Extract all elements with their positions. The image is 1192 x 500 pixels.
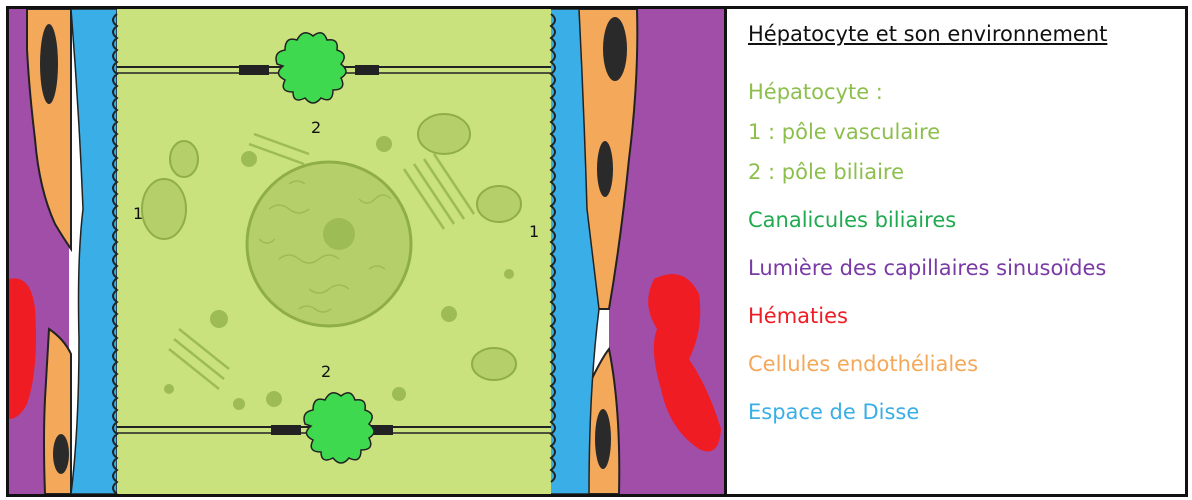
- label-biliary-pole-top: 2: [311, 118, 321, 137]
- legend-title: Hépatocyte et son environnement: [748, 22, 1178, 46]
- hepatocyte-diagram: 1 1 2 2: [9, 9, 724, 494]
- legend-hepatocyte: Hépatocyte :: [748, 80, 1178, 104]
- endothelial-nucleus-right-top: [603, 17, 627, 81]
- endothelial-nucleus-right-bottom: [595, 409, 611, 469]
- nucleolus: [323, 218, 355, 250]
- legend-red-blood-cells: Hématies: [748, 304, 1178, 328]
- tight-junction-bottom-left: [271, 425, 301, 435]
- label-biliary-pole-bottom: 2: [321, 362, 331, 381]
- tight-junction-top-right: [355, 65, 379, 75]
- endothelial-nucleus-left-bottom: [53, 434, 69, 474]
- legend-vascular-pole: 1 : pôle vasculaire: [748, 120, 1178, 144]
- legend-endothelial-cells: Cellules endothéliales: [748, 352, 1178, 376]
- label-vascular-pole-left: 1: [133, 204, 143, 223]
- endothelial-nucleus-right-mid: [597, 141, 613, 197]
- disse-space-left: [71, 9, 117, 494]
- label-vascular-pole-right: 1: [529, 222, 539, 241]
- legend: Hépatocyte et son environnement Hépatocy…: [748, 22, 1178, 424]
- legend-sinusoid-lumen: Lumière des capillaires sinusoïdes: [748, 256, 1178, 280]
- legend-disse-space: Espace de Disse: [748, 400, 1178, 424]
- tight-junction-top-left: [239, 65, 269, 75]
- legend-bile-canaliculi: Canalicules biliaires: [748, 208, 1178, 232]
- legend-biliary-pole: 2 : pôle biliaire: [748, 160, 1178, 184]
- endothelial-nucleus-left-top: [40, 24, 58, 104]
- panel-divider: [724, 9, 727, 494]
